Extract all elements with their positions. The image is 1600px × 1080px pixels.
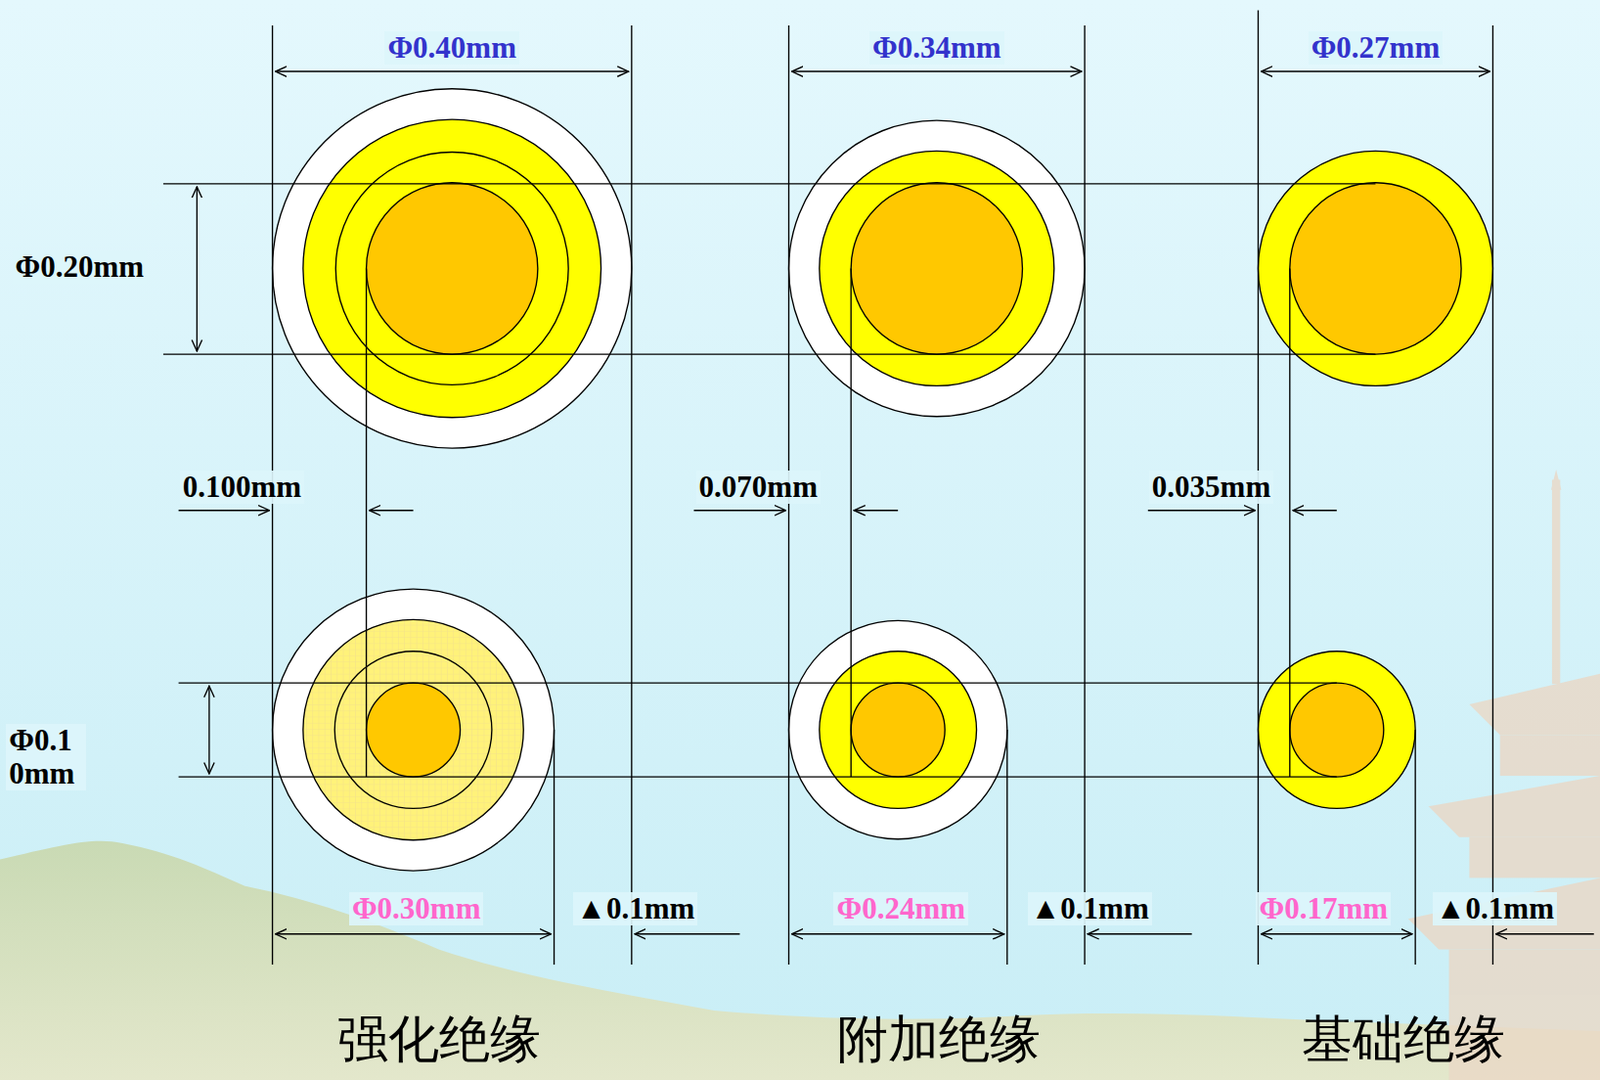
category-label: 强化绝缘 xyxy=(334,1011,544,1067)
insulation-ring xyxy=(334,651,492,809)
insulation-ring xyxy=(819,150,1055,386)
insulation-ring xyxy=(819,651,978,809)
conductor-diameter: Φ0.20mm xyxy=(12,250,148,284)
extension-line xyxy=(553,729,555,965)
extension-line xyxy=(1492,25,1494,965)
extension-line xyxy=(163,182,1377,184)
dimension-arrow xyxy=(196,186,198,352)
diameter-label: Φ0.34mm xyxy=(869,31,1005,65)
dimension-arrow xyxy=(1087,933,1192,934)
dimension-arrow xyxy=(178,509,270,511)
dimension-arrow xyxy=(1261,70,1491,72)
insulation-ring xyxy=(1289,182,1462,355)
insulation-ring xyxy=(366,682,461,777)
dimension-arrow xyxy=(1292,509,1337,511)
insulation-ring xyxy=(850,182,1023,355)
dimension-arrow xyxy=(275,70,629,72)
extension-line xyxy=(365,267,367,777)
insulation-ring xyxy=(1257,651,1416,809)
dimension-arrow xyxy=(693,509,786,511)
diameter-label: Φ0.17mm xyxy=(1255,891,1391,926)
thickness-label: 0.100mm xyxy=(179,470,305,504)
diameter-label: Φ0.40mm xyxy=(384,31,520,65)
extension-line xyxy=(1006,729,1008,965)
insulation-ring xyxy=(789,620,1008,839)
insulation-ring xyxy=(1289,682,1384,777)
thickness-label: 0.070mm xyxy=(696,470,821,504)
dimension-lines xyxy=(163,9,1595,965)
thickness-label: ▲0.1mm xyxy=(573,891,698,926)
insulation-ring xyxy=(366,182,538,355)
category-label: 附加绝缘 xyxy=(834,1011,1044,1067)
thickness-label: 0.035mm xyxy=(1149,470,1274,504)
insulation-ring xyxy=(272,588,555,871)
thickness-label: ▲0.1mm xyxy=(1432,891,1557,926)
hills xyxy=(0,841,1600,1080)
extension-line xyxy=(849,267,851,777)
thickness-label: ▲0.1mm xyxy=(1027,891,1153,926)
dimension-arrow xyxy=(369,509,414,511)
pagoda xyxy=(1408,469,1600,1080)
diameter-label: Φ0.24mm xyxy=(833,891,969,926)
category-label: 基础绝缘 xyxy=(1298,1011,1509,1067)
dimension-arrow xyxy=(1261,933,1413,934)
diameter-label: Φ0.30mm xyxy=(349,891,485,926)
dimension-arrow xyxy=(634,933,740,934)
diameter-label: Φ0.27mm xyxy=(1308,31,1444,65)
insulation-ring xyxy=(272,88,632,448)
extension-line xyxy=(178,775,1337,777)
dimension-arrow xyxy=(853,509,898,511)
insulation-ring xyxy=(303,119,602,418)
insulation-ring xyxy=(850,682,945,777)
dimension-arrow xyxy=(1496,933,1595,934)
dimension-arrow xyxy=(1148,509,1256,511)
extension-line xyxy=(163,353,1377,355)
dimension-arrow xyxy=(275,933,552,934)
extension-line xyxy=(1083,25,1085,965)
insulation-ring xyxy=(335,151,569,385)
conductor-diameter: Φ0.10mm xyxy=(5,723,87,791)
dimension-arrow xyxy=(792,933,1005,934)
extension-line xyxy=(178,681,1337,683)
insulation-ring xyxy=(1257,150,1493,386)
insulation-ring xyxy=(303,619,524,840)
insulation-ring xyxy=(789,120,1086,417)
wire-sections xyxy=(272,88,1494,871)
dimension-arrow xyxy=(208,685,210,774)
extension-line xyxy=(1288,267,1290,777)
dimension-arrow xyxy=(792,70,1082,72)
extension-line xyxy=(1414,729,1416,965)
extension-line xyxy=(630,25,632,965)
